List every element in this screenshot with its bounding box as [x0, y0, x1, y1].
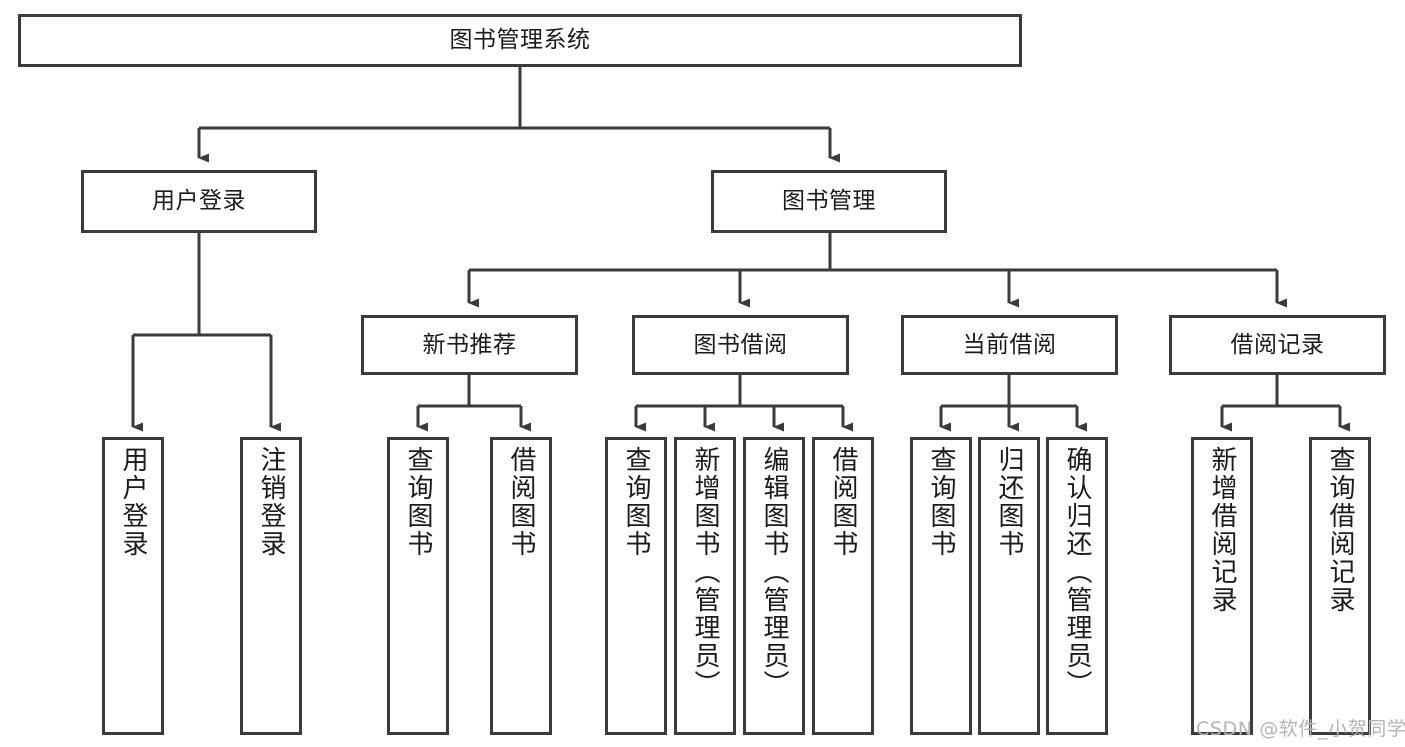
node-leaf-user-login-label: 用户登录	[118, 446, 148, 558]
node-book-borrow[interactable]: 图书借阅	[632, 315, 849, 375]
node-leaf-query-book-3-label: 查询图书	[926, 446, 956, 558]
watermark-text: CSDN @软件_小贺同学	[1196, 718, 1405, 740]
node-book-management[interactable]: 图书管理	[711, 170, 947, 233]
node-leaf-add-record[interactable]: 新增借阅记录	[1191, 437, 1253, 735]
node-leaf-borrow-book-1-label: 借阅图书	[506, 446, 536, 558]
node-leaf-borrow-book-2-label: 借阅图书	[828, 446, 858, 558]
node-user-login[interactable]: 用户登录	[81, 170, 317, 233]
node-current-borrow-label: 当前借阅	[962, 331, 1057, 358]
node-leaf-add-book-label: 新增图书（管理员）	[690, 446, 720, 698]
node-book-borrow-label: 图书借阅	[693, 331, 788, 358]
node-leaf-add-record-label: 新增借阅记录	[1207, 446, 1237, 614]
node-leaf-add-book[interactable]: 新增图书（管理员）	[674, 437, 736, 735]
node-leaf-logout[interactable]: 注销登录	[240, 437, 302, 735]
node-leaf-query-book-3[interactable]: 查询图书	[910, 437, 972, 735]
node-current-borrow[interactable]: 当前借阅	[901, 315, 1118, 375]
node-leaf-query-book-1[interactable]: 查询图书	[387, 437, 449, 735]
node-new-book-recommend-label: 新书推荐	[422, 331, 517, 358]
node-leaf-query-book-1-label: 查询图书	[403, 446, 433, 558]
node-leaf-query-book-2[interactable]: 查询图书	[605, 437, 667, 735]
node-leaf-edit-book-label: 编辑图书（管理员）	[759, 446, 789, 698]
node-root[interactable]: 图书管理系统	[18, 14, 1022, 67]
node-leaf-query-record[interactable]: 查询借阅记录	[1309, 437, 1371, 735]
node-leaf-query-record-label: 查询借阅记录	[1325, 446, 1355, 614]
node-leaf-query-book-2-label: 查询图书	[621, 446, 651, 558]
node-leaf-edit-book[interactable]: 编辑图书（管理员）	[743, 437, 805, 735]
node-leaf-logout-label: 注销登录	[256, 446, 286, 558]
node-root-label: 图书管理系统	[449, 27, 591, 54]
node-new-book-recommend[interactable]: 新书推荐	[361, 315, 578, 375]
node-leaf-borrow-book-2[interactable]: 借阅图书	[812, 437, 874, 735]
node-borrow-record-label: 借阅记录	[1230, 331, 1325, 358]
node-leaf-borrow-book-1[interactable]: 借阅图书	[490, 437, 552, 735]
node-leaf-return-book-label: 归还图书	[994, 446, 1024, 558]
node-leaf-confirm-return[interactable]: 确认归还（管理员）	[1046, 437, 1108, 735]
node-leaf-user-login[interactable]: 用户登录	[102, 437, 164, 735]
node-user-login-label: 用户登录	[152, 188, 246, 215]
node-leaf-confirm-return-label: 确认归还（管理员）	[1062, 446, 1092, 698]
node-borrow-record[interactable]: 借阅记录	[1169, 315, 1386, 375]
node-book-management-label: 图书管理	[782, 188, 876, 215]
node-leaf-return-book[interactable]: 归还图书	[978, 437, 1040, 735]
